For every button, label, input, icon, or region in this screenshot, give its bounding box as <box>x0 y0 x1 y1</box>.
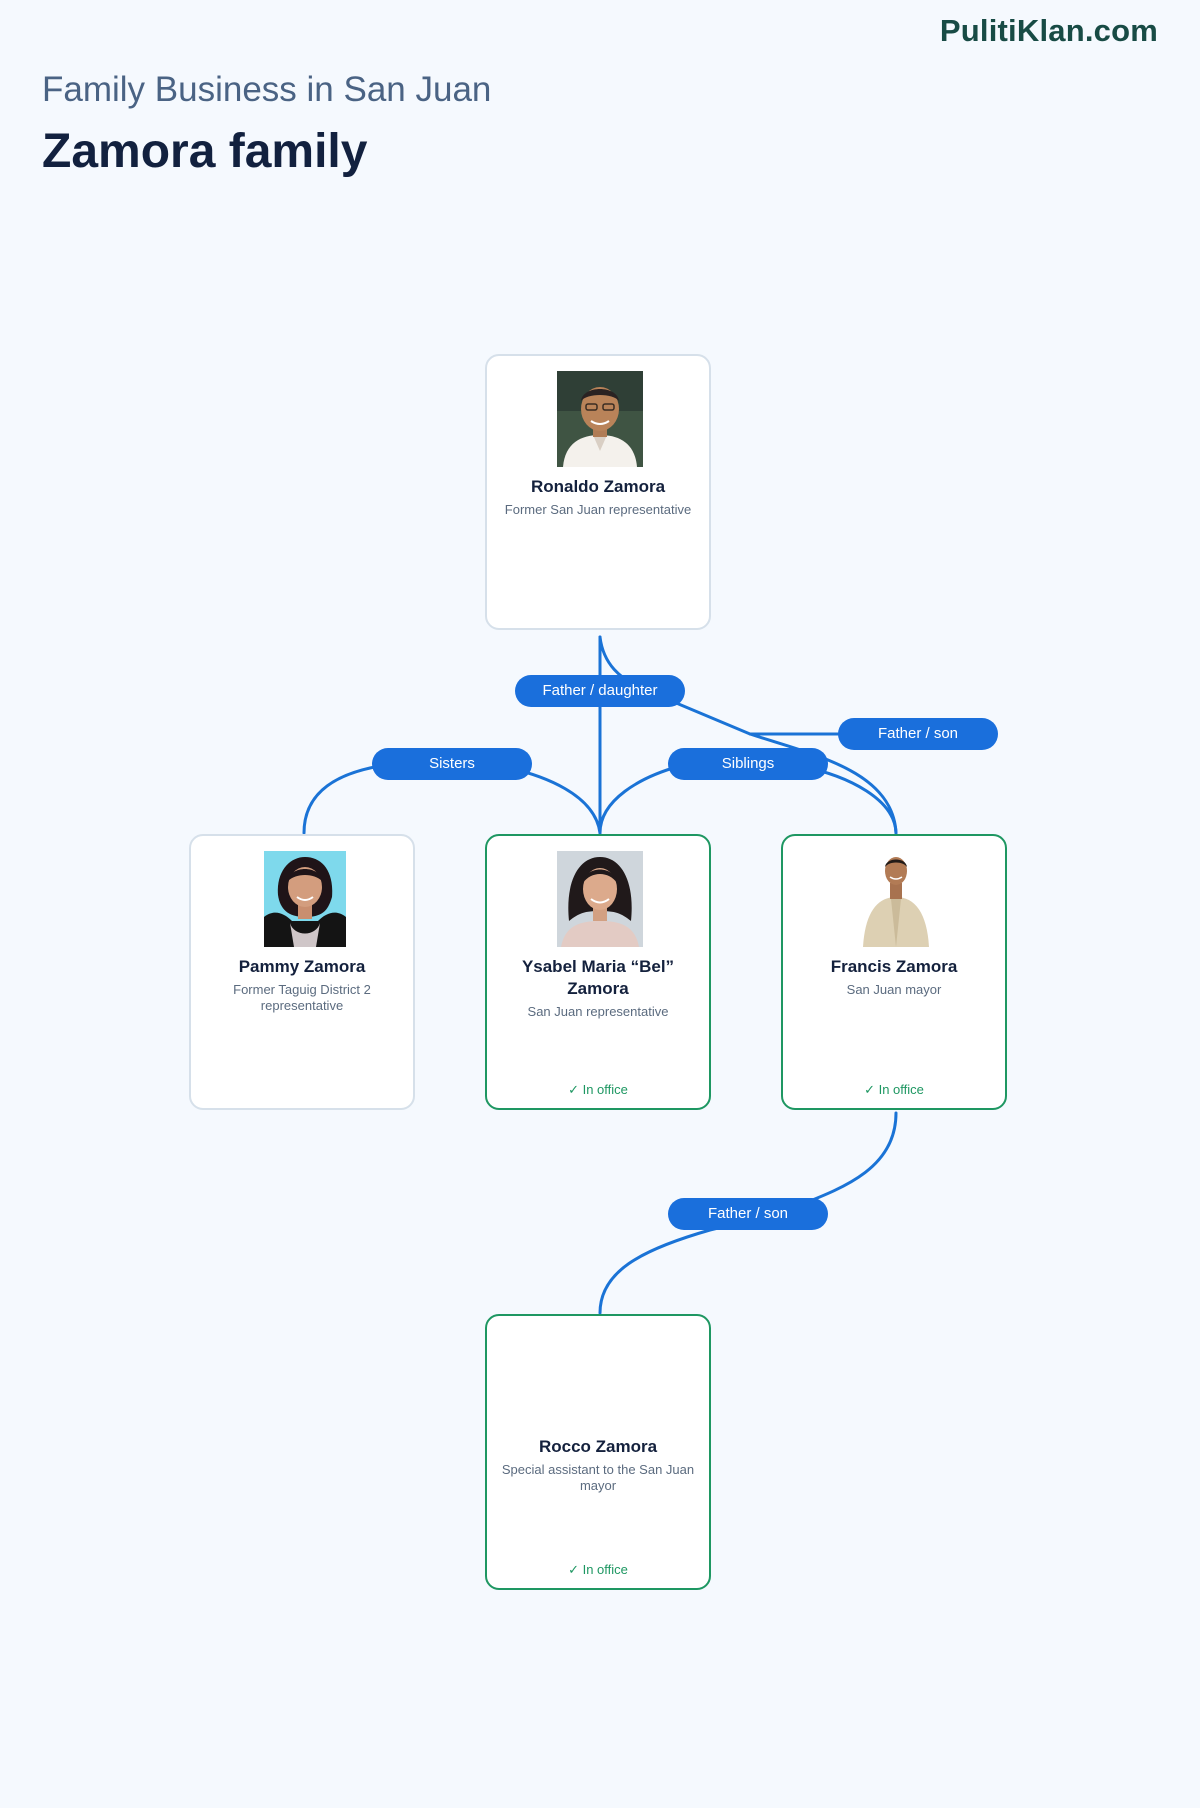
brand-logo-text[interactable]: PulitiKlan.com <box>939 13 1158 48</box>
member-name: Francis Zamora <box>830 957 958 976</box>
member-status: ✓ In office <box>568 1082 628 1097</box>
relation-label-ronaldo-bel: Father / daughter <box>515 675 685 707</box>
member-name: Rocco Zamora <box>538 1437 658 1456</box>
portrait-ronaldo <box>557 371 643 467</box>
relation-label-ronaldo-francis: Father / son <box>838 718 998 750</box>
member-role: San Juan representative <box>527 1004 669 1019</box>
member-role: Former Taguig District 2 representative <box>233 982 371 1013</box>
member-card-bel[interactable]: Ysabel Maria “Bel” Zamora San Juan repre… <box>485 834 711 1110</box>
portrait-pammy <box>264 851 346 947</box>
member-status: ✓ In office <box>568 1562 628 1577</box>
portrait-bel <box>557 851 643 947</box>
member-role: San Juan mayor <box>846 982 942 997</box>
member-name: Ysabel Maria “Bel” Zamora <box>521 957 675 998</box>
relation-label-bel-francis: Siblings <box>668 748 828 780</box>
member-card-francis[interactable]: Francis Zamora San Juan mayor ✓ In offic… <box>781 834 1007 1110</box>
member-name: Pammy Zamora <box>238 957 366 976</box>
member-card-ronaldo[interactable]: Ronaldo Zamora Former San Juan represent… <box>485 354 711 630</box>
edge-ronaldo-francis <box>598 635 898 835</box>
member-status: ✓ In office <box>864 1082 924 1097</box>
member-role: Former San Juan representative <box>504 502 692 517</box>
relation-label-francis-rocco: Father / son <box>668 1198 828 1230</box>
relation-label-pammy-bel: Sisters <box>372 748 532 780</box>
member-name: Ronaldo Zamora <box>530 477 666 496</box>
member-card-rocco[interactable]: Rocco Zamora Special assistant to the Sa… <box>485 1314 711 1590</box>
member-role: Special assistant to the San Juan mayor <box>501 1462 695 1493</box>
member-card-pammy[interactable]: Pammy Zamora Former Taguig District 2 re… <box>189 834 415 1110</box>
page-title: Zamora family <box>42 125 368 178</box>
page-subtitle: Family Business in San Juan <box>42 70 492 109</box>
portrait-francis <box>853 851 939 947</box>
